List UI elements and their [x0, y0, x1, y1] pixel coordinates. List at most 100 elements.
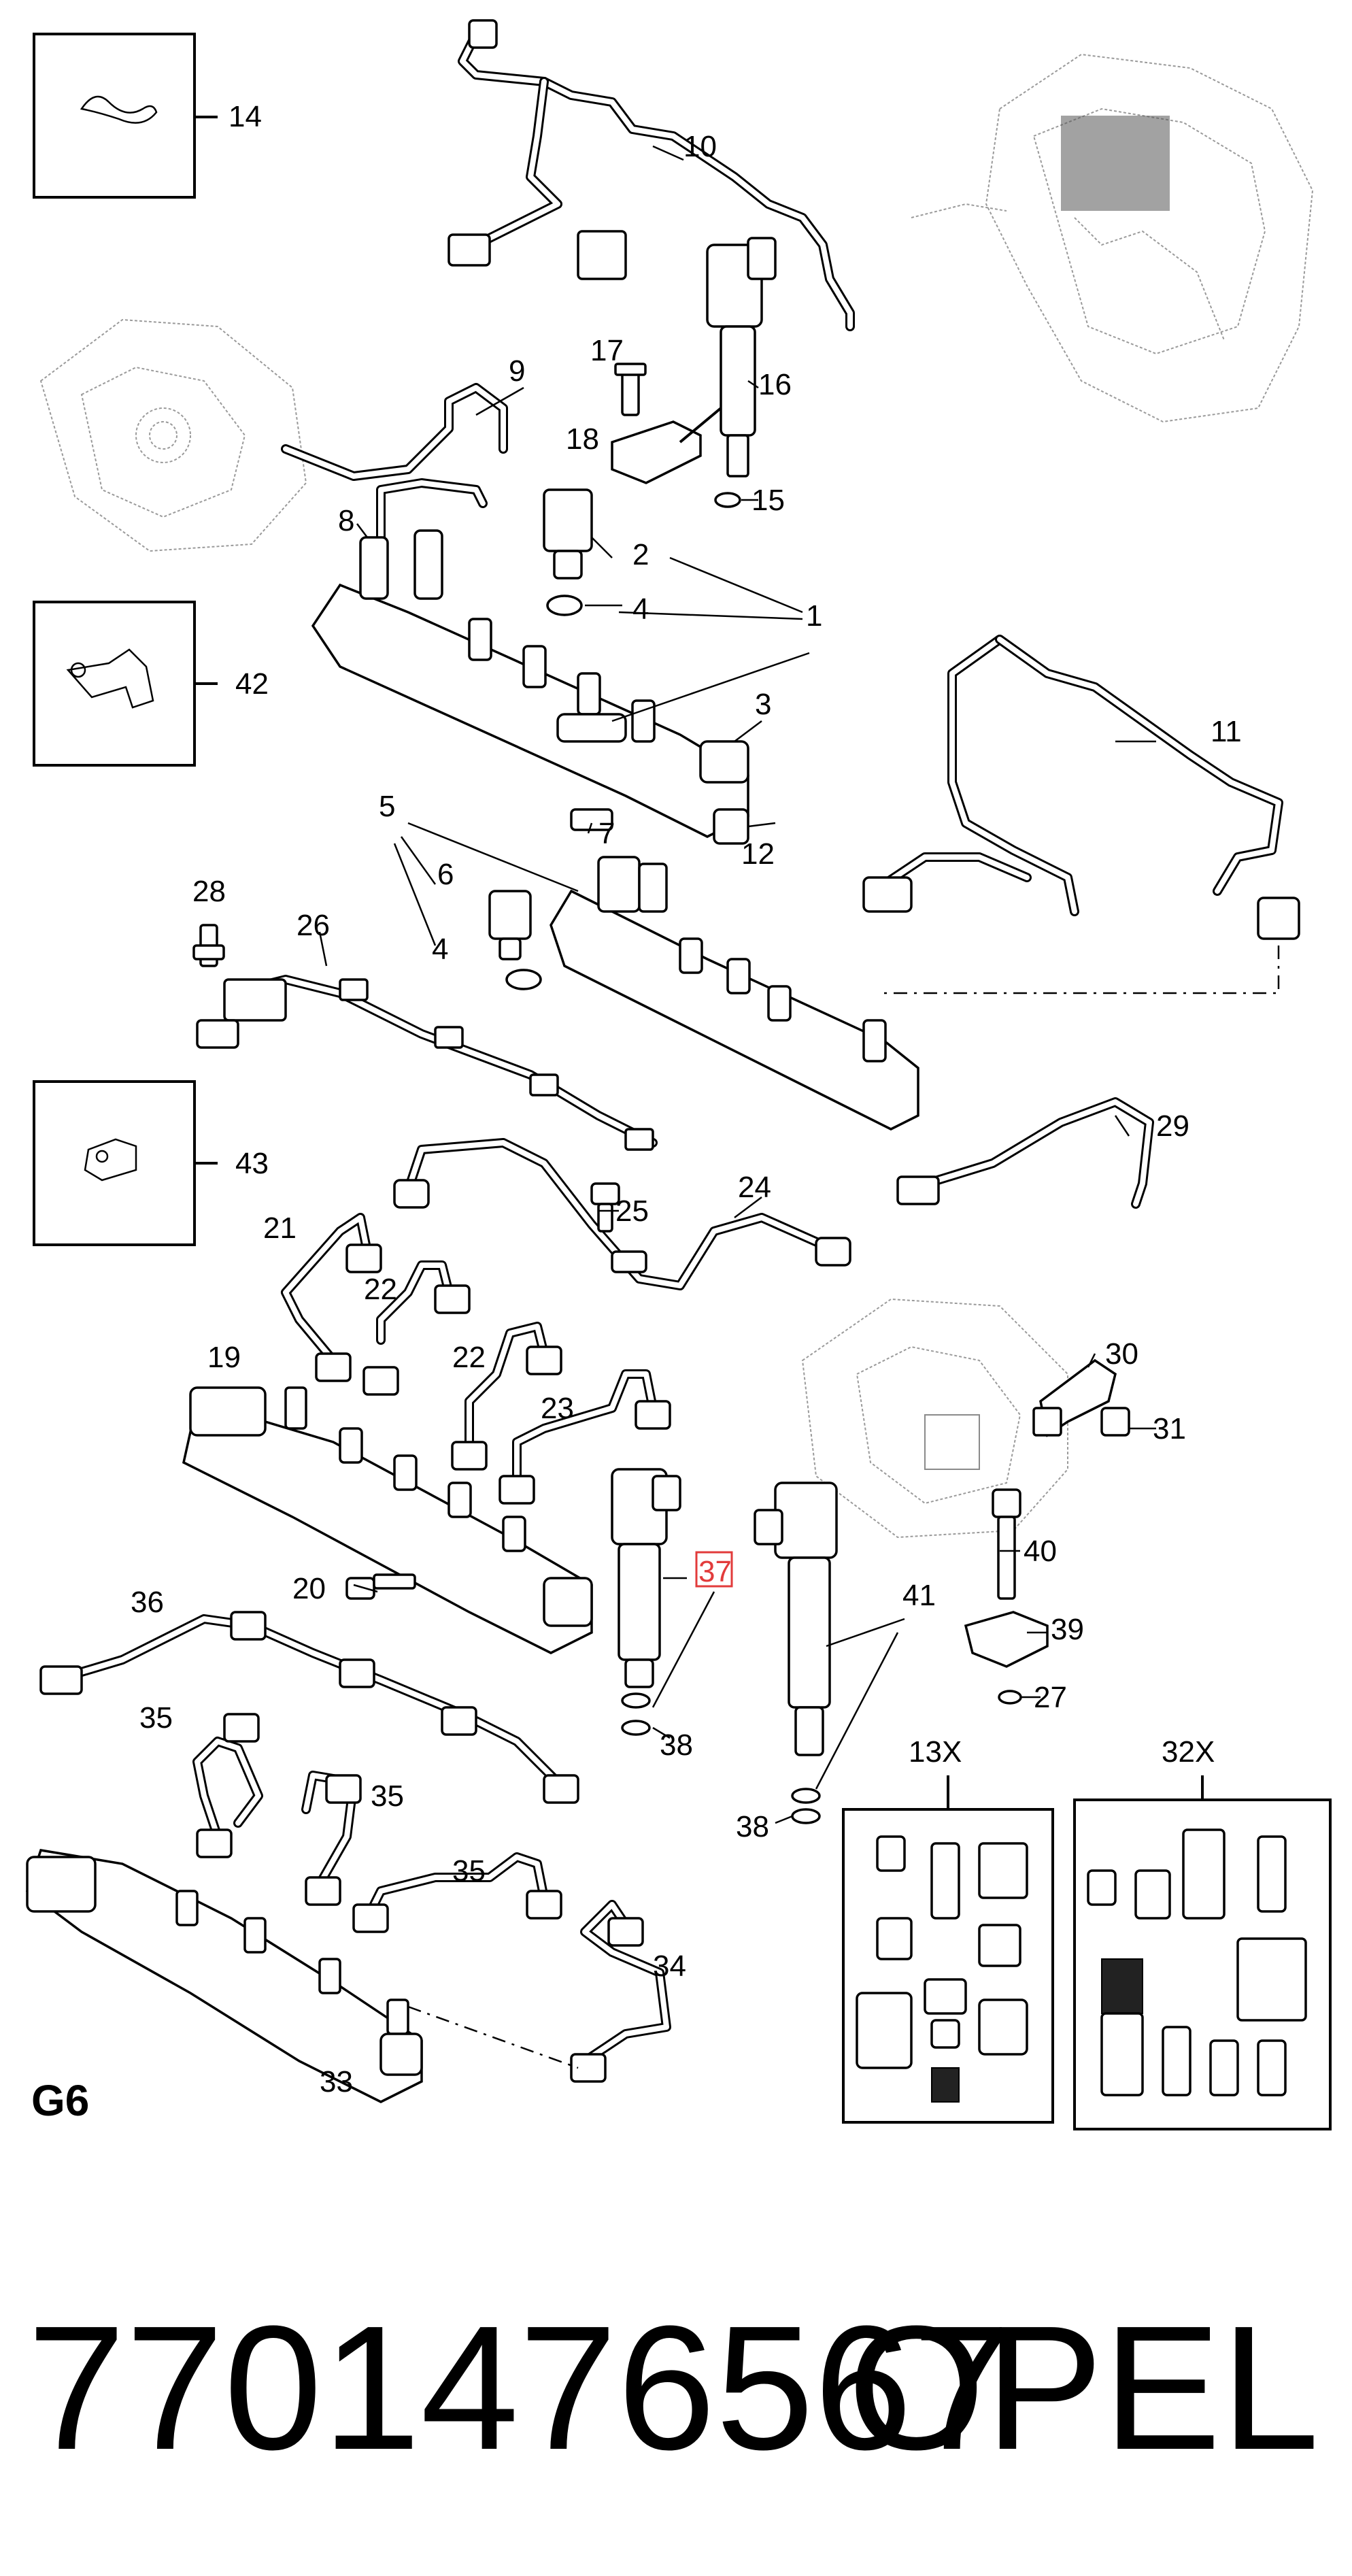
callout-42: 42: [235, 667, 269, 701]
leader-lines-5: [393, 822, 579, 946]
bolt-31: [1100, 1407, 1130, 1437]
bolt-20: [345, 1573, 416, 1600]
callout-43: 43: [235, 1147, 269, 1180]
leader-41: [826, 1618, 905, 1647]
callout-17: 17: [590, 334, 624, 367]
inset-box-14: [33, 33, 218, 199]
callout-10: 10: [683, 130, 717, 163]
callout-21: 21: [263, 1211, 297, 1245]
harness-26: [196, 975, 658, 1151]
part-number: 7701476567: [27, 2290, 1011, 2487]
fuel-pipe-29: [896, 1097, 1154, 1209]
valve-3: [699, 740, 749, 784]
arrow-18-to-16: [679, 407, 722, 444]
callout-31: 31: [1153, 1412, 1186, 1445]
fuel-rail-1: [311, 529, 749, 838]
sheet-label: G6: [31, 2076, 89, 2125]
callout-39: 39: [1051, 1613, 1084, 1646]
callout-20: 20: [292, 1572, 326, 1605]
callout-19: 19: [207, 1341, 241, 1374]
bolt-17: [614, 363, 647, 416]
callout-33: 33: [320, 2065, 353, 2098]
callout-8: 8: [338, 504, 354, 537]
callout-13x: 13X: [909, 1735, 962, 1769]
o-ring-27: [998, 1690, 1022, 1705]
fuel-pipe-22-right: [451, 1322, 562, 1471]
fuel-pipe-9: [281, 383, 508, 542]
bolt-7: [570, 808, 613, 831]
callout-38-right: 38: [736, 1810, 769, 1843]
clamp-39: [964, 1611, 1049, 1668]
harness-36: [39, 1611, 579, 1804]
callout-11: 11: [1211, 715, 1242, 748]
kit-box-32x: [1073, 1775, 1332, 2130]
fuel-pipe-23: [498, 1369, 671, 1505]
fuel-pipe-35-right: [352, 1852, 562, 1933]
bolt-28: [192, 924, 225, 967]
injector-37: [611, 1468, 681, 1736]
callout-35-middle: 35: [371, 1779, 404, 1813]
callout-24: 24: [738, 1171, 771, 1204]
fuel-pipe-11: [862, 635, 1300, 994]
injector-41: [754, 1482, 838, 1824]
kit-box-13x: [842, 1775, 1054, 2124]
bracket-30: [1032, 1358, 1117, 1437]
callout-40: 40: [1024, 1535, 1057, 1568]
fuel-rail-19: [182, 1386, 593, 1654]
callout-34: 34: [653, 1950, 686, 1983]
seal-4-middle: [505, 969, 542, 990]
callout-27: 27: [1034, 1681, 1067, 1714]
callout-4-upper: 4: [632, 592, 649, 626]
washer-15: [714, 492, 741, 508]
callout-labels: 14 10 9 17 16 18 15 8 2 4 1 42 3 11 5 7 …: [131, 100, 1242, 2098]
inset-box-43: [33, 1080, 218, 1246]
callout-30: 30: [1105, 1337, 1138, 1371]
callout-35-left: 35: [139, 1701, 173, 1735]
fuel-pipe-24: [393, 1138, 851, 1290]
fuel-pipe-34: [570, 1900, 671, 2083]
callout-37-highlight: [695, 1551, 733, 1588]
callout-38-left: 38: [660, 1728, 693, 1762]
fuel-pipe-35-middle: [301, 1771, 362, 1906]
callout-28: 28: [192, 875, 226, 908]
sensor-2: [543, 488, 593, 580]
pump-ghost-image-middle: [801, 1298, 1068, 1539]
fuel-pipe-35-left: [192, 1713, 263, 1858]
callout-32x: 32X: [1162, 1735, 1215, 1769]
callout-16: 16: [758, 368, 792, 401]
injector-16: [706, 237, 777, 478]
fuel-pipe-22-left: [362, 1260, 471, 1396]
callout-25: 25: [615, 1194, 649, 1228]
callout-26: 26: [297, 909, 330, 942]
fuel-pipe-21: [281, 1213, 382, 1382]
pump-ghost-image-top: [39, 318, 307, 552]
callout-15: 15: [751, 484, 785, 517]
leader-38-41: [815, 1632, 899, 1790]
callout-23: 23: [541, 1392, 574, 1425]
fuel-rail-5: [550, 856, 919, 1131]
callout-41: 41: [902, 1579, 936, 1612]
sensor-6: [488, 890, 532, 960]
callout-3: 3: [755, 688, 771, 721]
callout-18: 18: [566, 422, 599, 456]
callout-22-left: 22: [364, 1273, 397, 1306]
callout-14: 14: [229, 100, 262, 133]
callout-2: 2: [632, 538, 649, 571]
leader-lines-1: [611, 556, 810, 722]
leader-37: [652, 1591, 715, 1708]
brand-name: OPEL: [847, 2290, 1319, 2487]
fuel-rail-33: [25, 1849, 579, 2103]
callout-29: 29: [1156, 1109, 1189, 1143]
callout-1: 1: [806, 599, 822, 633]
leader-stubs: [318, 145, 1156, 1824]
inset-box-42: [33, 601, 218, 767]
callout-9: 9: [509, 354, 525, 388]
callout-36: 36: [131, 1586, 164, 1619]
engine-ghost-image: [911, 53, 1314, 423]
injector-clamp-18: [611, 420, 702, 484]
callout-4-middle: 4: [432, 933, 448, 966]
bolt-40: [992, 1488, 1021, 1600]
callout-7: 7: [598, 817, 615, 850]
callout-35-right: 35: [452, 1854, 486, 1888]
